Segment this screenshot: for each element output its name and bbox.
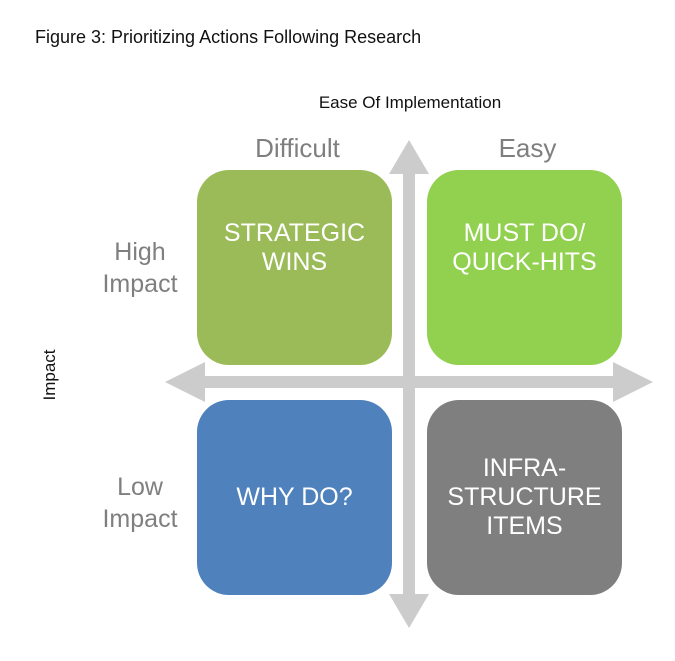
quadrant-must-do-quick-hits: MUST DO/ QUICK-HITS — [427, 170, 622, 365]
quadrant-infrastructure-items: INFRA- STRUCTURE ITEMS — [427, 400, 622, 595]
quadrant-strategic-wins: STRATEGIC WINS — [197, 170, 392, 365]
quadrant-strategic-wins-label: STRATEGIC WINS — [223, 218, 366, 276]
vertical-axis-arrow — [389, 140, 429, 628]
column-label-easy: Easy — [498, 133, 557, 163]
quadrant-infrastructure-items-label: INFRA- STRUCTURE ITEMS — [447, 454, 602, 540]
quadrant-why-do: WHY DO? — [197, 400, 392, 595]
column-label-difficult: Difficult — [255, 133, 340, 163]
quadrant-why-do-label: WHY DO? — [236, 483, 353, 511]
row-label-low-impact-text: Low Impact — [102, 473, 178, 533]
row-label-high-impact: High Impact — [85, 236, 195, 300]
row-label-high-impact-text: High Impact — [102, 238, 178, 298]
x-axis-title: Ease Of Implementation — [318, 93, 502, 112]
figure-title: Figure 3: Prioritizing Actions Following… — [35, 27, 422, 47]
row-label-low-impact: Low Impact — [85, 471, 195, 535]
quadrant-must-do-quick-hits-label: MUST DO/ QUICK-HITS — [452, 218, 597, 276]
